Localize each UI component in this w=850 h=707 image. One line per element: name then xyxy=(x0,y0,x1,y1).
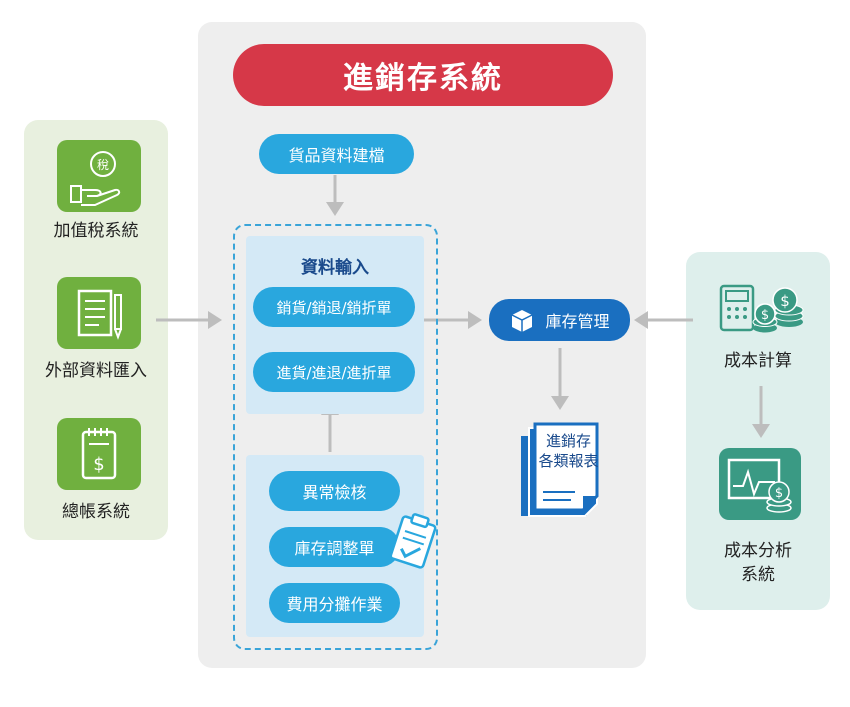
cost-analysis-icon: $ xyxy=(719,448,801,520)
svg-text:$: $ xyxy=(761,308,769,323)
tax-system-label: 加值稅系統 xyxy=(53,221,139,241)
cost-analysis-label: 成本分析 系統 xyxy=(686,539,830,587)
ledger-dollar-icon: $ xyxy=(57,418,141,490)
cost-analysis-label-line1: 成本分析 xyxy=(724,541,792,561)
cost-analysis-label-line2: 系統 xyxy=(741,565,775,585)
report-label-line1: 進銷存 xyxy=(545,432,591,450)
calculator-coins-icon: $ $ xyxy=(719,284,804,333)
product-setup-pill: 貨品資料建檔 xyxy=(259,134,414,174)
clipboard-check-icon xyxy=(389,513,437,569)
tax-hand-icon: 稅 xyxy=(57,140,141,212)
purchase-docs-pill: 進貨/進退/進折單 xyxy=(253,352,415,392)
tax-badge-text: 稅 xyxy=(97,158,109,172)
box-icon xyxy=(512,310,533,332)
data-input-group xyxy=(233,224,438,650)
anomaly-check-pill: 異常檢核 xyxy=(269,471,400,511)
inventory-adjust-pill: 庫存調整單 xyxy=(269,527,400,567)
sales-docs-pill: 銷貨/銷退/銷折單 xyxy=(253,287,415,327)
data-input-title: 資料輸入 xyxy=(301,258,369,278)
ledger-system-label: 總帳系統 xyxy=(62,502,130,522)
svg-text:$: $ xyxy=(780,292,790,310)
external-import-label: 外部資料匯入 xyxy=(45,361,147,381)
expense-allocation-pill: 費用分攤作業 xyxy=(269,583,400,623)
document-pen-icon xyxy=(57,277,141,349)
svg-text:$: $ xyxy=(775,486,783,501)
svg-text:$: $ xyxy=(93,454,104,475)
report-label: 進銷存 各類報表 xyxy=(535,431,602,471)
inventory-management-pill: 庫存管理 xyxy=(489,299,630,341)
inventory-management-label: 庫存管理 xyxy=(545,312,610,331)
system-title: 進銷存系統 xyxy=(233,44,613,106)
report-label-line2: 各類報表 xyxy=(538,452,599,470)
cost-calculation-label: 成本計算 xyxy=(724,351,792,371)
report-document-icon xyxy=(521,422,599,517)
